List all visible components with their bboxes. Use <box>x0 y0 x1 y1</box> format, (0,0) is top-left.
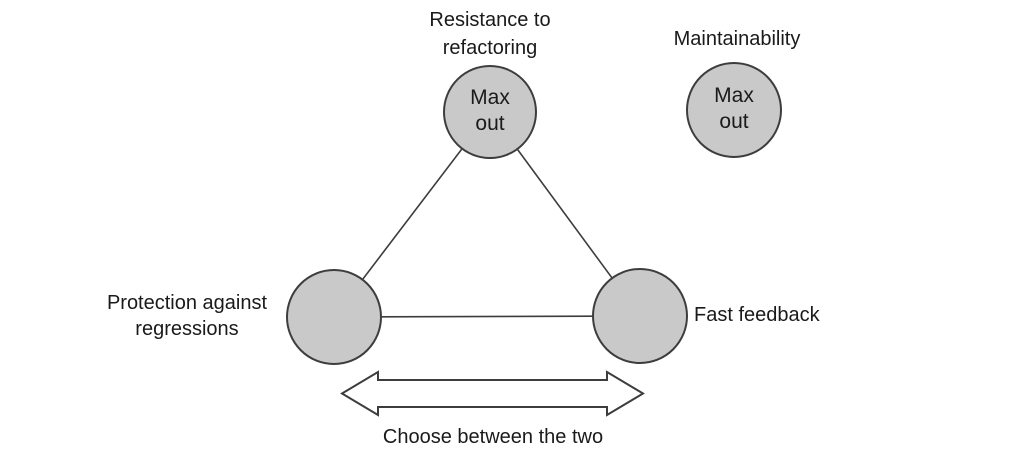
node-circle-fastfeedback <box>592 268 688 364</box>
label-protection-against-regressions: Protection against regressions <box>106 292 268 340</box>
node-circle-maintainability <box>686 62 782 158</box>
node-circle-resistance <box>443 65 537 159</box>
label-maintainability: Maintainability <box>673 28 801 50</box>
edge-protection-fastfeedback <box>333 315 641 318</box>
label-fast-feedback: Fast feedback <box>694 304 820 326</box>
label-resistance-to-refactoring: Resistance to refactoring <box>429 9 551 59</box>
node-circle-protection <box>286 269 382 365</box>
label-choose-between-the-two: Choose between the two <box>382 426 604 448</box>
node-value-maintainability-max-out: Max out <box>714 84 754 133</box>
node-value-resistance-max-out: Max out <box>470 86 510 135</box>
double-arrow <box>340 370 645 417</box>
